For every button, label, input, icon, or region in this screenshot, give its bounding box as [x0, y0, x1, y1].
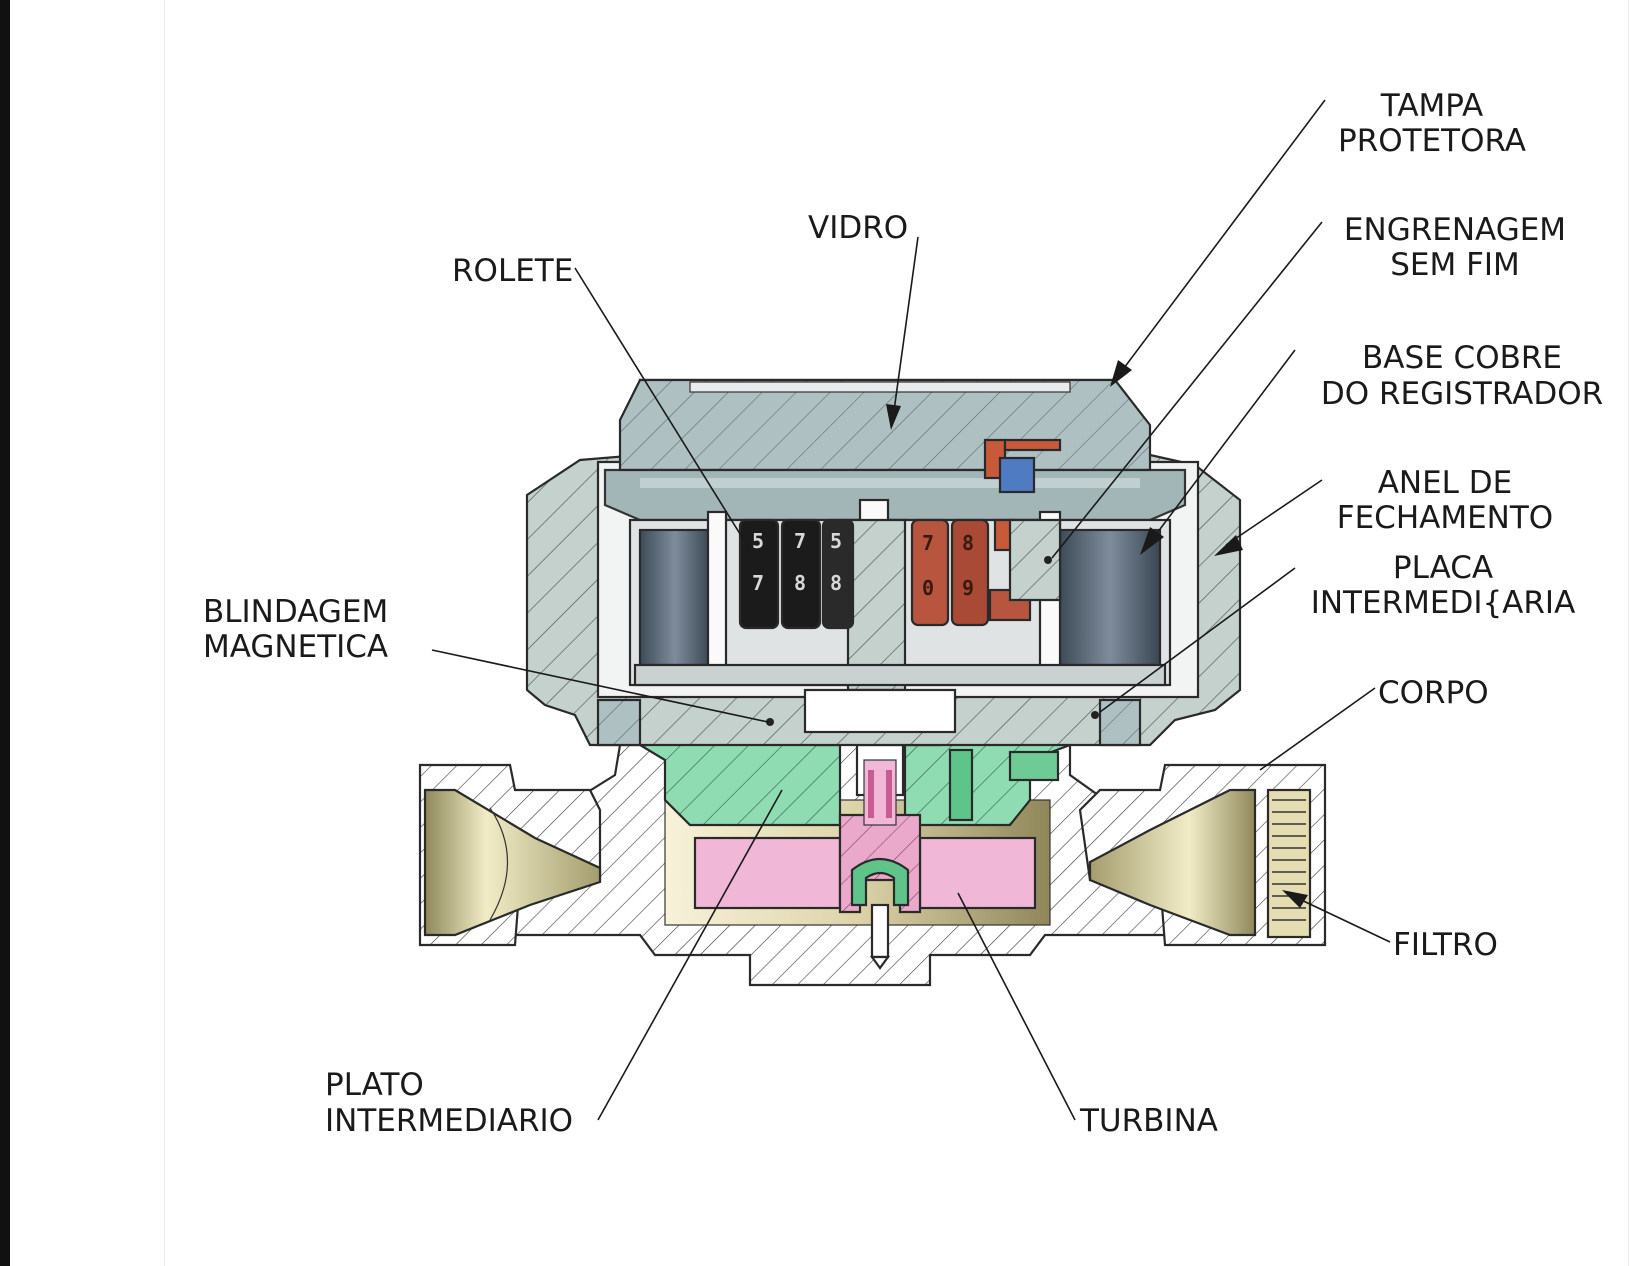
black-digit-1: 5 — [752, 529, 764, 553]
label-placa-line1: PLACA — [1393, 550, 1493, 586]
part-labels: TAMPA PROTETORA ENGRENAGEM SEM FIM BASE … — [203, 88, 1603, 1139]
black-digit-5: 8 — [794, 571, 806, 595]
filter-screen — [1266, 788, 1312, 939]
label-vidro: VIDRO — [808, 210, 908, 246]
black-digit-3: 5 — [830, 529, 842, 553]
red-counter-rollers: 7 8 0 9 — [910, 518, 1032, 627]
register-base — [628, 498, 1172, 734]
label-plato-line1: PLATO — [325, 1067, 424, 1103]
label-placa-line2: INTERMEDI{ARIA — [1311, 585, 1576, 621]
label-anel-line2: FECHAMENTO — [1337, 500, 1553, 536]
red-digit-1: 7 — [922, 531, 934, 555]
label-base-line2: DO REGISTRADOR — [1321, 376, 1603, 412]
label-anel-line1: ANEL DE — [1378, 465, 1513, 501]
protective-cover — [618, 378, 1152, 472]
black-digit-2: 7 — [794, 529, 806, 553]
black-digit-6: 8 — [830, 571, 842, 595]
label-engrenagem-line2: SEM FIM — [1390, 247, 1520, 283]
label-engrenagem-line1: ENGRENAGEM — [1344, 212, 1566, 248]
turbine — [693, 813, 1037, 970]
magnetic-shielding — [596, 698, 1142, 747]
label-base-line1: BASE COBRE — [1362, 340, 1562, 376]
red-digit-2: 8 — [962, 531, 974, 555]
label-plato-line2: INTERMEDIARIO — [325, 1103, 573, 1139]
intermediate-plate — [638, 718, 1072, 827]
inlet-nozzle — [423, 788, 602, 937]
label-blindagem-line2: MAGNETICA — [203, 629, 388, 665]
label-tampa-line1: TAMPA — [1380, 88, 1483, 124]
label-corpo: CORPO — [1378, 675, 1489, 711]
scan-margin-line — [164, 0, 165, 1266]
scan-margin-line-right — [1628, 0, 1629, 1266]
drive-spindle — [855, 743, 905, 826]
worm-gear — [983, 438, 1062, 602]
red-digit-3: 0 — [922, 576, 934, 600]
label-tampa-line2: PROTETORA — [1338, 123, 1526, 159]
label-blindagem-line1: BLINDAGEM — [203, 594, 388, 630]
label-filtro: FILTRO — [1393, 927, 1498, 963]
black-digit-4: 7 — [752, 571, 764, 595]
red-digit-4: 9 — [962, 576, 974, 600]
black-counter-rollers: 5 7 5 7 8 8 — [738, 518, 855, 630]
outlet-nozzle — [1088, 788, 1257, 937]
label-rolete: ROLETE — [452, 253, 573, 289]
glass-window — [603, 468, 1187, 522]
scan-left-border — [0, 0, 10, 1266]
label-turbina: TURBINA — [1079, 1103, 1218, 1139]
leader-lines — [431, 99, 1391, 1121]
